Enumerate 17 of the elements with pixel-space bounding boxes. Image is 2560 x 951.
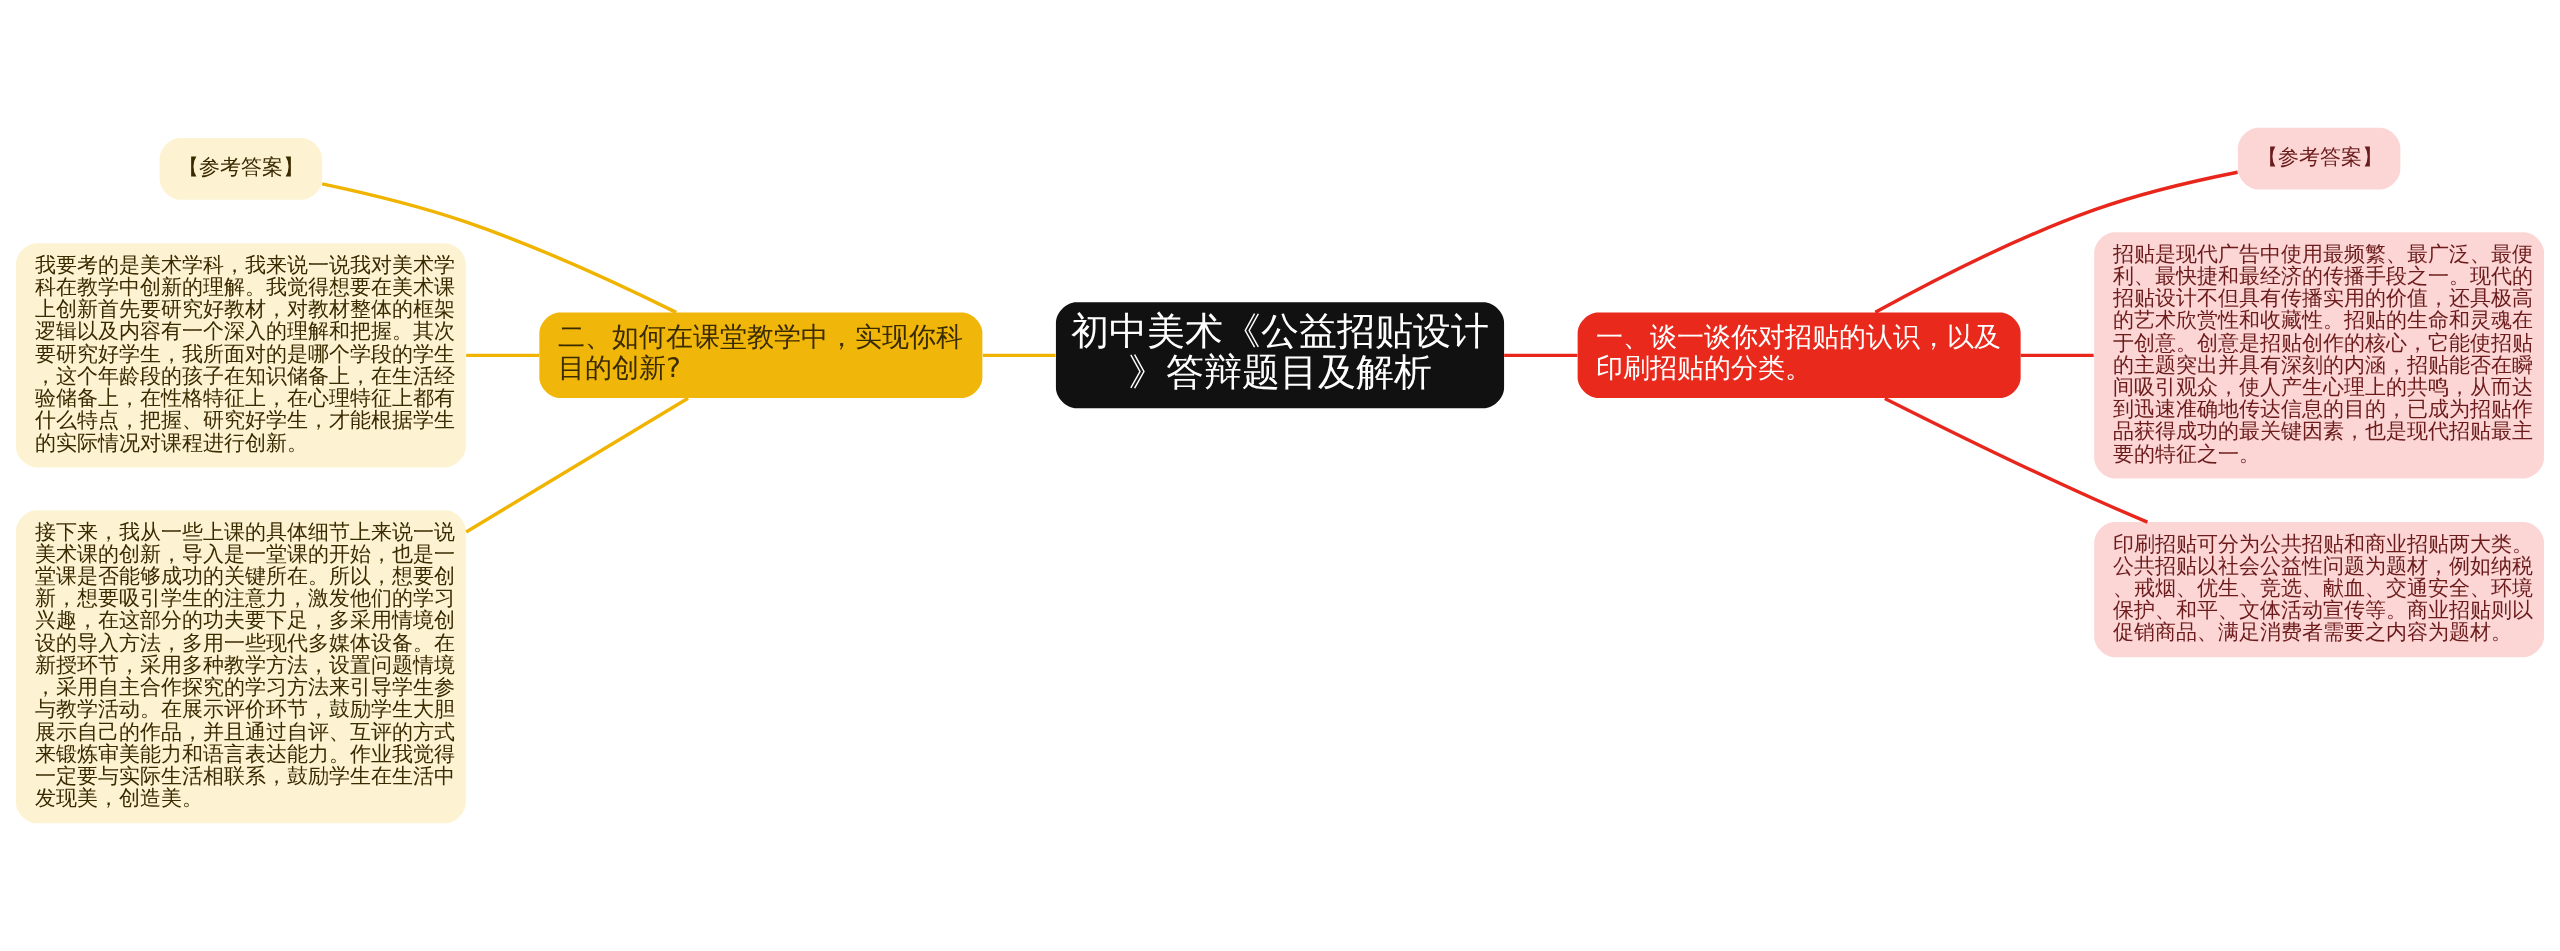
connector xyxy=(982,353,1056,358)
node-box: 我要考的是美术学科，我来说一说我对美术学科在教学中创新的理解。我觉得想要在美术课上创新首先要研究好教材，对教材整体的框架逻辑以及内容有一个深入的理解和把握。其次要研究好学生，我所面对的是哪个学段的学生，这个年龄段的孩子在知识储备上，在生活经验储备上，在性格特征上，在心理特征上都有什么特点，把握、研究好学生，才能根据学生的实际情况对课程进行创新。 xyxy=(15,243,466,468)
connector xyxy=(1874,170,2238,314)
node-box: 印刷招贴可分为公共招贴和商业招贴两大类。公共招贴以社会公益性问题为题材，例如纳税、戒烟、优生、竞选、献血、交通安全、环境保护、和平、文体活动宣传等。商业招贴则以促销商品、满足消费者需要之内容为题材。 xyxy=(2094,522,2545,658)
connector xyxy=(466,353,540,358)
node-box: 二、如何在课堂教学中，实现你科目的创新? xyxy=(539,312,983,399)
connector xyxy=(1884,396,2149,524)
connector xyxy=(465,396,689,534)
connector xyxy=(321,182,677,314)
connector xyxy=(2020,353,2094,358)
node-box: 一、谈一谈你对招贴的认识，以及印刷招贴的分类。 xyxy=(1577,312,2021,399)
node-box: 初中美术《公益招贴设计》答辩题目及解析 xyxy=(1055,302,1505,409)
connector xyxy=(1504,353,1578,358)
node-box: 招贴是现代广告中使用最频繁、最广泛、最便利、最快捷和最经济的传播手段之一。现代的招贴设计不但具有传播实用的价值，还具极高的艺术欣赏性和收藏性。招贴的生命和灵魂在于创意。创意是招贴创作的核心，它能使招贴的主题突出并具有深刻的内涵，招贴能否在瞬间吸引观众，使人产生心理上的共鸣，从而达到迅速准确地传达信息的目的，已成为招贴作品获得成功的最关键因素，也是现代招贴最主要的特征之一。 xyxy=(2094,232,2545,479)
node-box: 【参考答案】 xyxy=(2237,127,2401,190)
node-box: 【参考答案】 xyxy=(159,138,323,200)
node-box: 接下来，我从一些上课的具体细节上来说一说美术课的创新，导入是一堂课的开始，也是一堂课是否能够成功的关键所在。所以，想要创新，想要吸引学生的注意力，激发他们的学习兴趣，在这部分的功夫要下足，多采用情境创设的导入方法，多用一些现代多媒体设备。在新授环节，采用多种教学方法，设置问题情境，采用自主合作探究的学习方法来引导学生参与教学活动。在展示评价环节，鼓励学生大胆展示自己的作品，并且通过自评、互评的方式来锻炼审美能力和语言表达能力。作业我觉得一定要与实际生活相联系，鼓励学生在生活中发现美，创造美。 xyxy=(15,510,466,824)
